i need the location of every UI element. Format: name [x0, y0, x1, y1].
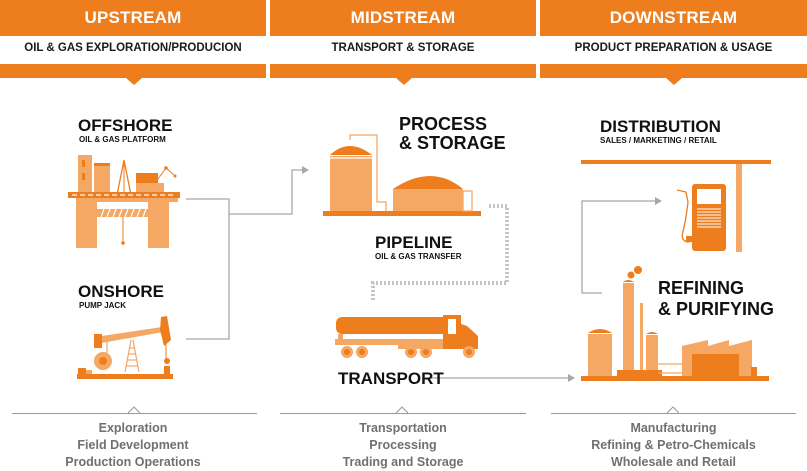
connector-refining-to-distribution — [581, 200, 655, 294]
offshore-subtitle: OIL & GAS PLATFORM — [79, 135, 166, 144]
refining-title-line1: REFINING — [658, 278, 745, 298]
upstream-band — [0, 64, 266, 78]
offshore-title: OFFSHORE — [78, 116, 173, 135]
upstream-bottom-divider — [12, 413, 257, 414]
upstream-notch — [126, 78, 142, 85]
midstream-subheader: TRANSPORT & STORAGE — [331, 42, 475, 54]
downstream-band — [540, 64, 807, 78]
onshore-title: ONSHORE — [78, 282, 164, 301]
upstream-subheader: OIL & GAS EXPLORATION/PRODUCION — [24, 42, 242, 54]
pipeline-dashed-path — [371, 204, 509, 302]
offshore-platform-icon — [68, 155, 180, 248]
downstream-bottom-item: Manufacturing — [630, 421, 717, 435]
connector-upstream-to-process — [229, 169, 302, 215]
pump-jack-icon — [77, 316, 173, 379]
midstream-bottom-item: Transportation — [359, 421, 447, 435]
connector-offshore — [186, 198, 230, 340]
upstream-bottom-item: Field Development — [77, 438, 189, 452]
arrowhead-distribution — [655, 197, 662, 205]
distribution-title: DISTRIBUTION — [600, 117, 721, 136]
upstream-bottom-item: Exploration — [98, 421, 168, 435]
fuel-pump-icon — [581, 160, 771, 252]
arrowhead-process — [302, 166, 309, 174]
downstream-caret-icon — [667, 406, 679, 414]
upstream-header: UPSTREAM — [0, 0, 266, 36]
midstream-header: MIDSTREAM — [270, 0, 536, 36]
refinery-icon — [581, 266, 769, 381]
transport-title: TRANSPORT — [338, 369, 444, 388]
onshore-subtitle: PUMP JACK — [79, 301, 126, 310]
process-title-line1: PROCESS — [399, 114, 488, 134]
midstream-notch — [396, 78, 412, 85]
upstream-caret-icon — [128, 406, 140, 414]
midstream-bottom-list: Transportation Processing Trading and St… — [270, 420, 536, 471]
downstream-bottom-item: Wholesale and Retail — [610, 455, 737, 469]
arrowhead-refining — [568, 374, 575, 382]
downstream-header: DOWNSTREAM — [540, 0, 807, 36]
midstream-bottom-item: Processing — [369, 438, 437, 452]
pipeline-title: PIPELINE — [375, 233, 453, 252]
midstream-caret-icon — [396, 406, 408, 414]
midstream-band — [270, 64, 536, 78]
midstream-bottom-divider — [280, 413, 526, 414]
distribution-subtitle: SALES / MARKETING / RETAIL — [600, 136, 717, 145]
connector-lines — [186, 169, 655, 379]
pipeline-subtitle: OIL & GAS TRANSFER — [375, 252, 462, 261]
midstream-bottom-item: Trading and Storage — [342, 455, 464, 469]
downstream-bottom-divider — [551, 413, 796, 414]
storage-tanks-icon — [323, 134, 481, 216]
refining-title-line2: & PURIFYING — [658, 299, 775, 319]
downstream-bottom-list: Manufacturing Refining & Petro-Chemicals… — [540, 420, 807, 471]
downstream-notch — [666, 78, 682, 85]
process-title-line2: & STORAGE — [399, 133, 506, 153]
upstream-bottom-item: Production Operations — [65, 455, 201, 469]
upstream-bottom-list: Exploration Field Development Production… — [0, 420, 266, 471]
downstream-subheader: PRODUCT PREPARATION & USAGE — [574, 42, 773, 54]
tanker-truck-icon — [335, 315, 478, 358]
downstream-bottom-item: Refining & Petro-Chemicals — [591, 438, 756, 452]
